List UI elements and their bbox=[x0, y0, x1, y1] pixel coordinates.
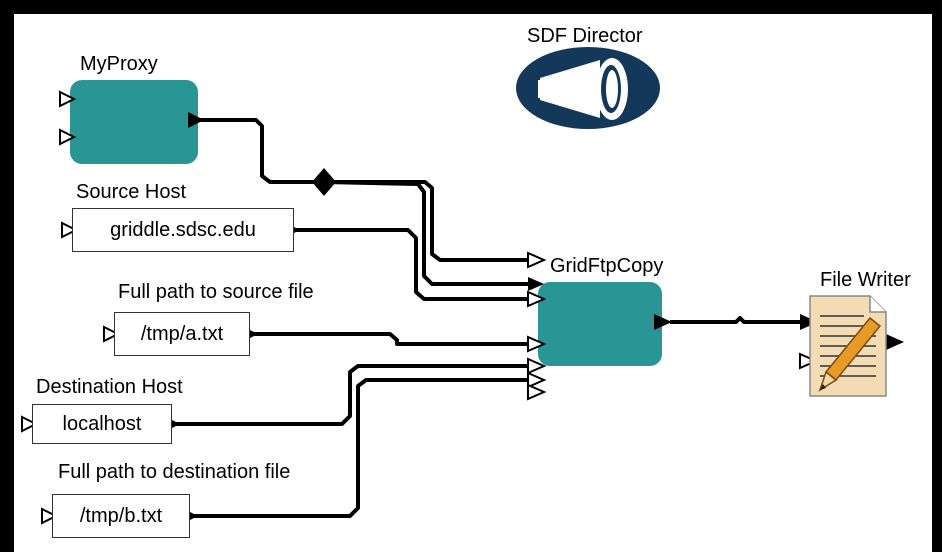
dest-path-label: Full path to destination file bbox=[58, 461, 291, 483]
source-host-input-port[interactable] bbox=[61, 221, 79, 239]
director-label: SDF Director bbox=[527, 25, 643, 47]
gridftp-input-port-4[interactable] bbox=[527, 335, 547, 353]
wire-sourcepath-gridftp bbox=[250, 332, 528, 346]
dest-path-input-port[interactable] bbox=[41, 507, 59, 525]
gridftp-input-port-3[interactable] bbox=[527, 290, 547, 308]
wire-sourcehost-gridftp bbox=[292, 228, 528, 301]
wire-desthost-gridftp bbox=[172, 364, 528, 426]
gridftp-input-port-5[interactable] bbox=[527, 357, 547, 375]
source-path-input-port[interactable] bbox=[103, 325, 121, 343]
dest-host-label: Destination Host bbox=[36, 376, 183, 398]
dest-host-input-port[interactable] bbox=[21, 415, 39, 433]
pencil-icon bbox=[818, 316, 882, 392]
filewriter-input-port-1[interactable] bbox=[800, 314, 818, 330]
gridftp-input-port-2[interactable] bbox=[528, 277, 544, 291]
gridftp-input-port-6[interactable] bbox=[527, 371, 547, 389]
gridftpcopy-label: GridFtpCopy bbox=[550, 255, 664, 277]
wires bbox=[172, 118, 810, 518]
sdf-director[interactable] bbox=[516, 47, 660, 129]
gridftpcopy-actor[interactable] bbox=[527, 251, 672, 401]
wire-myproxy-relation bbox=[200, 118, 324, 184]
myproxy-actor[interactable] bbox=[59, 80, 204, 164]
relation-diamond[interactable] bbox=[312, 168, 336, 196]
source-path-label: Full path to source file bbox=[118, 281, 314, 303]
gridftp-input-port-1[interactable] bbox=[527, 251, 547, 269]
myproxy-input-port-1[interactable] bbox=[59, 90, 77, 108]
gridftp-input-port-7[interactable] bbox=[527, 383, 547, 401]
source-path-value-box[interactable]: /tmp/a.txt bbox=[114, 312, 250, 356]
source-host-value-box[interactable]: griddle.sdsc.edu bbox=[72, 208, 294, 252]
wire-gridftp-filewriter bbox=[670, 316, 810, 324]
myproxy-label: MyProxy bbox=[80, 53, 158, 75]
myproxy-output-port[interactable] bbox=[188, 112, 204, 128]
source-host-label: Source Host bbox=[76, 181, 187, 203]
wire-relation-gridftp-2 bbox=[323, 180, 528, 286]
file-writer-icon bbox=[809, 295, 887, 397]
wire-destpath-gridftp bbox=[190, 378, 528, 518]
myproxy-input-port-2[interactable] bbox=[59, 128, 77, 146]
filewriter-actor[interactable] bbox=[799, 295, 904, 397]
filewriter-output-port[interactable] bbox=[886, 334, 904, 350]
dest-path-value-box[interactable]: /tmp/b.txt bbox=[52, 494, 190, 538]
filewriter-label: File Writer bbox=[820, 269, 911, 291]
gridftp-output-port[interactable] bbox=[654, 314, 672, 330]
dest-host-value-box[interactable]: localhost bbox=[32, 404, 172, 444]
filewriter-input-port-2[interactable] bbox=[799, 352, 819, 370]
director-cone-icon bbox=[540, 60, 600, 118]
